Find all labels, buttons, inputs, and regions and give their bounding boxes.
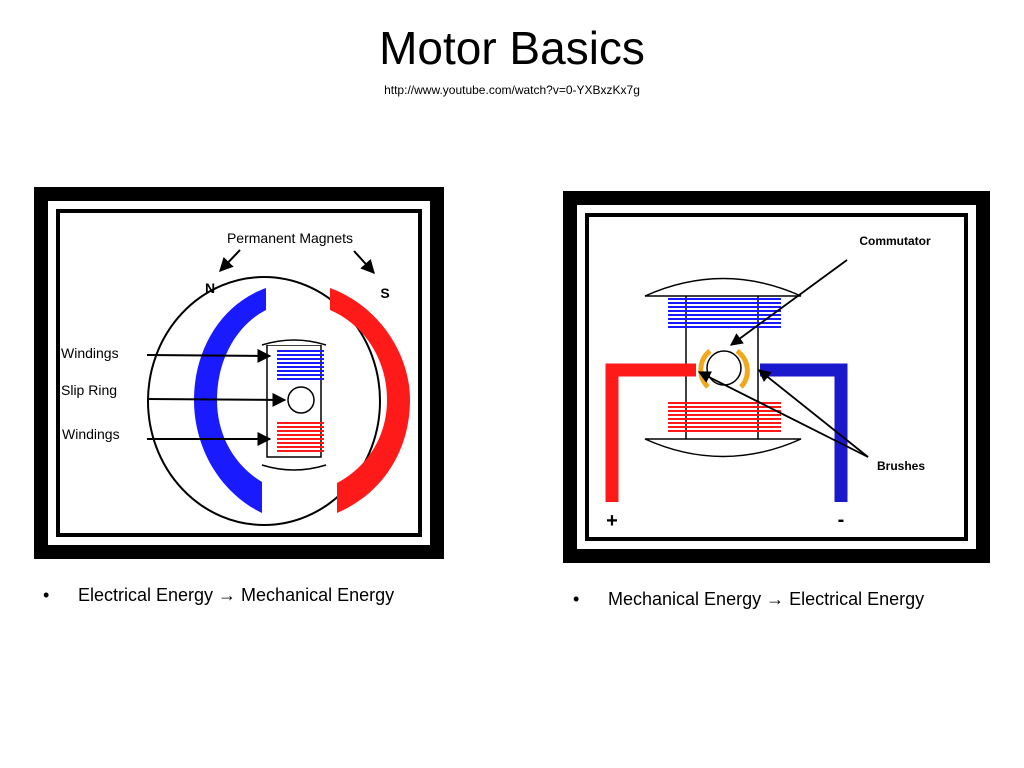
positive-lead: [605, 363, 696, 502]
arrow-brush-left: [697, 371, 869, 458]
pole-shoe-top: [644, 277, 802, 297]
commutator-label: Commutator: [859, 234, 931, 248]
armature-coil-top: [668, 298, 781, 328]
bullet-text: Electrical Energy → Mechanical Energy: [78, 585, 395, 605]
brushes-label: Brushes: [877, 459, 925, 473]
negative-terminal-label: -: [838, 509, 845, 531]
pole-shoe-bottom: [644, 438, 802, 458]
motor-diagram: Permanent Magnets N S Windings Slip Ring…: [34, 187, 444, 559]
arrow-brush-right: [758, 369, 869, 458]
video-link[interactable]: http://www.youtube.com/watch?v=0-YXBxzKx…: [384, 83, 640, 97]
negative-lead: [760, 363, 848, 502]
generator-diagram: Commutator Brushes + -: [563, 191, 990, 563]
arrow-windings-top: [146, 348, 272, 363]
slip-ring-label: Slip Ring: [61, 382, 117, 398]
commutator-segment-right: [735, 348, 750, 389]
rotor-pole-top: [261, 339, 327, 346]
south-pole-label: S: [380, 285, 389, 301]
armature-coil-bottom: [668, 402, 781, 432]
slide-title: Motor Basics: [379, 22, 645, 74]
commutator-segment-left: [698, 349, 712, 389]
bullet-marker: •: [573, 589, 580, 609]
arrow-to-south: [353, 250, 375, 275]
north-pole-label: N: [205, 280, 215, 296]
winding-coil-top: [277, 350, 324, 380]
slip-ring: [287, 386, 315, 414]
arrow-commutator: [729, 259, 848, 346]
motor-housing: [147, 276, 381, 526]
windings-top-label: Windings: [61, 345, 119, 361]
bullet-text: Mechanical Energy → Electrical Energy: [608, 589, 925, 609]
arrow-to-north: [219, 249, 241, 273]
rotor-pole-bottom: [261, 464, 327, 471]
winding-coil-bottom: [277, 422, 324, 452]
arrow-slip-ring: [146, 392, 287, 407]
north-magnet: [194, 288, 266, 513]
positive-terminal-label: +: [606, 510, 618, 532]
permanent-magnets-label: Permanent Magnets: [227, 230, 353, 246]
commutator-shaft: [706, 350, 742, 386]
bullet-electrical-to-mechanical: • Electrical Energy → Mechanical Energy: [43, 584, 483, 608]
diagram-canvas: [589, 217, 964, 537]
bullet-mechanical-to-electrical: • Mechanical Energy → Electrical Energy: [573, 588, 1013, 612]
bullet-marker: •: [43, 585, 50, 605]
windings-bottom-label: Windings: [62, 426, 120, 442]
south-magnet: [330, 288, 410, 513]
